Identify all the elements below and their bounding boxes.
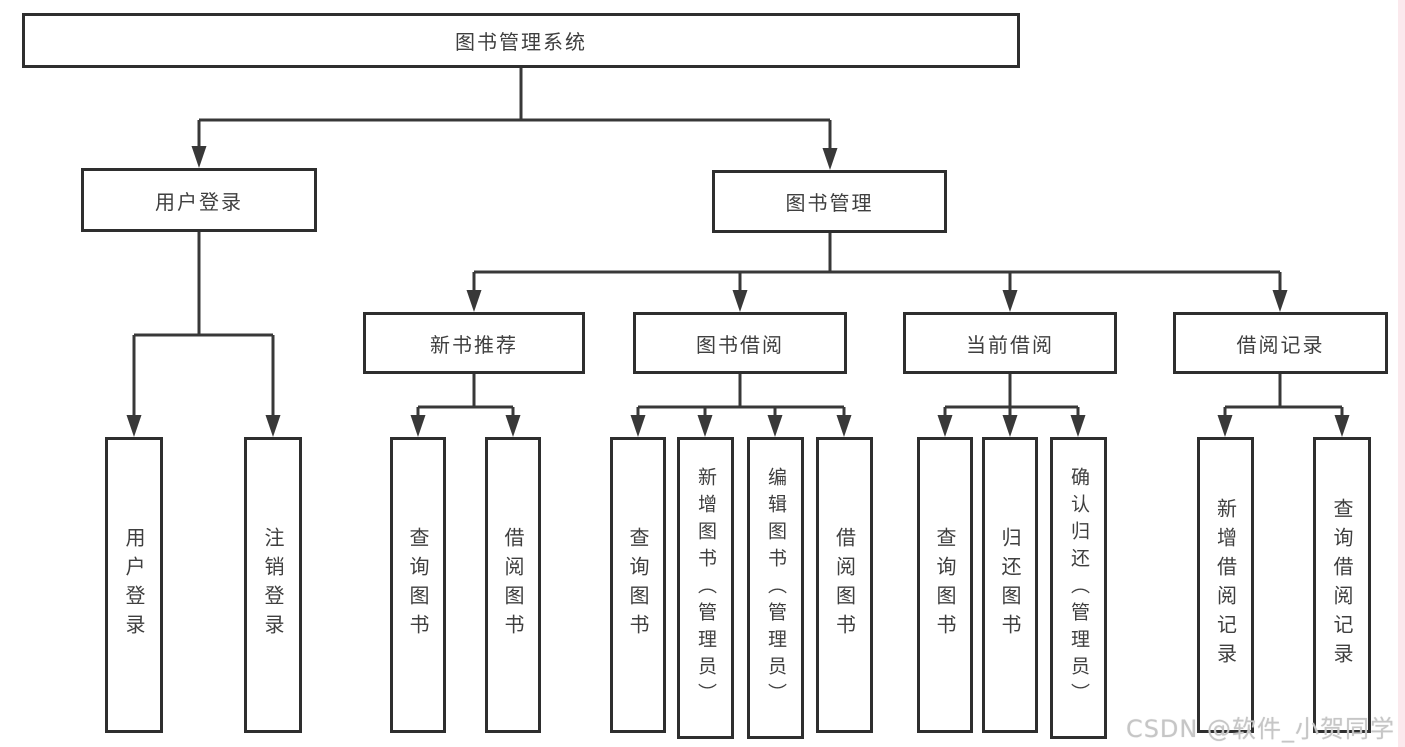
- leaf-add-books-admin: 新增图书（管理员）: [677, 437, 734, 739]
- leaf-query-books-recommendation: 查询图书: [390, 437, 446, 733]
- arrowheads: [126, 146, 1350, 437]
- node-new-book-recommendation: 新书推荐: [363, 312, 585, 374]
- leaf-query-books-current: 查询图书: [917, 437, 973, 733]
- leaf-confirm-return-admin: 确认归还（管理员）: [1050, 437, 1107, 739]
- leaf-borrow-books-recommendation: 借阅图书: [485, 437, 541, 733]
- leaf-query-borrow-record: 查询借阅记录: [1313, 437, 1371, 733]
- leaf-query-books-borrowing: 查询图书: [610, 437, 666, 733]
- node-current-borrowing: 当前借阅: [903, 312, 1117, 374]
- node-book-borrowing: 图书借阅: [633, 312, 847, 374]
- node-book-management: 图书管理: [712, 170, 947, 233]
- node-user-login: 用户登录: [81, 168, 317, 232]
- leaf-logout: 注销登录: [244, 437, 302, 733]
- leaf-user-login: 用户登录: [105, 437, 163, 733]
- page-edge-pink-strip: [1398, 0, 1405, 747]
- node-borrowing-records: 借阅记录: [1173, 312, 1388, 374]
- leaf-edit-books-admin: 编辑图书（管理员）: [747, 437, 804, 739]
- csdn-watermark: CSDN @软件_小贺同学: [1125, 715, 1395, 743]
- leaf-borrow-books: 借阅图书: [816, 437, 873, 733]
- node-library-system: 图书管理系统: [22, 13, 1020, 68]
- leaf-add-borrow-record: 新增借阅记录: [1197, 437, 1254, 733]
- leaf-return-books: 归还图书: [982, 437, 1038, 733]
